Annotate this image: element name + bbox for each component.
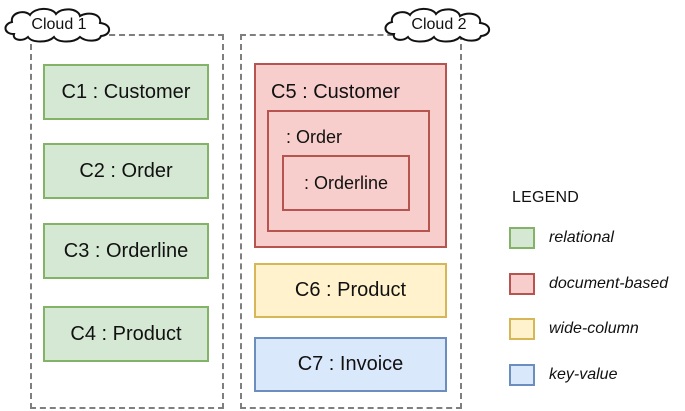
c5-order-label: : Order: [286, 127, 343, 147]
c2-order-label: C2 : Order: [79, 159, 173, 182]
legend-item-wide-column: wide-column: [509, 318, 639, 340]
legend-title: LEGEND: [512, 189, 579, 206]
cloud-2-icon: [384, 7, 491, 43]
c5-orderline-label: : Orderline: [303, 172, 389, 193]
legend-item-key-value: key-value: [509, 364, 617, 386]
c7-invoice-label: C7 : Invoice: [297, 353, 404, 375]
cloud-2-label: Cloud 2: [380, 4, 498, 44]
cloud-2-region: [240, 34, 462, 409]
c7-invoice-box: C7 : Invoice: [254, 337, 447, 392]
legend-swatch-wide-column: [509, 318, 535, 340]
c5-orderline-box: : Orderline: [282, 155, 410, 211]
c5-customer-label: C5 : Customer: [271, 81, 400, 103]
c4-product-label: C4 : Product: [70, 322, 182, 345]
cloud-1-text: Cloud 1: [31, 16, 87, 33]
legend-swatch-document-based: [509, 273, 535, 295]
c1-customer-label: C1 : Customer: [61, 80, 191, 103]
legend-item-document-based: document-based: [509, 273, 668, 295]
legend-label-document-based: document-based: [549, 275, 669, 292]
cloud-1-label: Cloud 1: [0, 4, 118, 44]
c2-order-box: C2 : Order: [43, 143, 209, 199]
c6-product-label: C6 : Product: [294, 279, 407, 301]
cloud-1-icon: [4, 7, 111, 43]
c4-product-box: C4 : Product: [43, 306, 209, 362]
legend-label-key-value: key-value: [549, 366, 618, 383]
cloud-1-region: [30, 34, 224, 409]
legend-label-relational: relational: [549, 229, 614, 246]
legend-swatch-key-value: [509, 364, 535, 386]
legend-item-relational: relational: [509, 227, 614, 249]
c3-orderline-box: C3 : Orderline: [43, 223, 209, 279]
c1-customer-box: C1 : Customer: [43, 64, 209, 120]
legend-swatch-relational: [509, 227, 535, 249]
cloud-2-text: Cloud 2: [411, 16, 467, 33]
c6-product-box: C6 : Product: [254, 263, 447, 318]
c3-orderline-label: C3 : Orderline: [63, 239, 189, 262]
legend-label-wide-column: wide-column: [549, 320, 639, 337]
